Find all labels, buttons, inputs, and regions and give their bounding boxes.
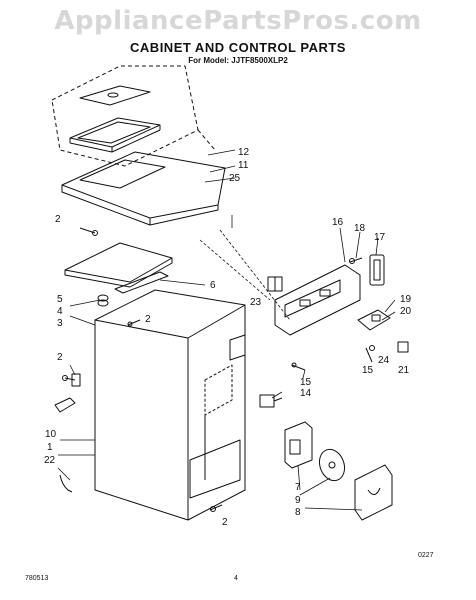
timer-knob xyxy=(267,276,283,292)
vent-tray xyxy=(69,117,161,153)
label-16: 16 xyxy=(332,217,344,228)
screw-2-left xyxy=(79,227,98,236)
model-number: For Model: JJTF8500XLP2 xyxy=(188,56,288,65)
label-14: 14 xyxy=(300,388,312,399)
leader-lines-right xyxy=(271,227,396,511)
screw-2-bracket xyxy=(62,373,81,387)
label-7: 7 xyxy=(295,482,301,493)
label-10: 10 xyxy=(45,429,57,440)
label-12: 12 xyxy=(238,147,250,158)
label-22: 22 xyxy=(44,455,56,466)
lid-plate xyxy=(79,85,151,106)
screw-15-right xyxy=(365,347,373,363)
label-2-mid: 2 xyxy=(145,314,151,325)
switch-19 xyxy=(357,309,391,331)
label-8: 8 xyxy=(295,507,301,518)
label-18: 18 xyxy=(354,223,366,234)
switch-17 xyxy=(369,254,385,286)
label-2-bottom: 2 xyxy=(222,517,228,528)
top-assembly-dashed-box xyxy=(51,65,216,167)
knob-24 xyxy=(369,345,375,351)
door-latch xyxy=(54,397,76,413)
footer-left: 780513 xyxy=(25,575,49,582)
control-bracket xyxy=(274,264,361,336)
cover-plate xyxy=(354,464,393,521)
cabinet-body xyxy=(94,289,246,521)
label-4: 4 xyxy=(57,306,63,317)
control-plate xyxy=(64,242,173,294)
label-23: 23 xyxy=(250,297,262,308)
label-17: 17 xyxy=(374,232,386,243)
screw-18 xyxy=(349,257,363,264)
part-14 xyxy=(259,394,283,408)
watermark: AppliancePartsPros.com xyxy=(54,6,422,36)
footer-page: 4 xyxy=(234,575,238,582)
label-25: 25 xyxy=(229,173,241,184)
part-labels: 12 11 25 2 6 5 4 3 2 2 16 18 17 23 19 20… xyxy=(44,147,412,528)
motor-housing xyxy=(284,421,313,469)
label-3: 3 xyxy=(57,318,63,329)
screw-2-bottom xyxy=(209,504,223,512)
label-11: 11 xyxy=(238,160,249,171)
screw-2-front xyxy=(127,319,141,327)
label-19: 19 xyxy=(400,294,412,305)
footer-right: 0227 xyxy=(418,552,434,559)
label-5: 5 xyxy=(57,294,63,305)
label-21: 21 xyxy=(398,365,410,376)
leader-lines xyxy=(57,149,291,481)
label-9: 9 xyxy=(295,495,301,506)
label-15-left: 15 xyxy=(300,377,312,388)
label-2-left: 2 xyxy=(57,352,63,363)
grommets xyxy=(97,294,109,307)
knob-21 xyxy=(397,341,409,353)
label-24: 24 xyxy=(378,355,390,366)
label-6: 6 xyxy=(210,280,216,291)
cabinet-top-panel xyxy=(61,151,226,226)
screw-15-left xyxy=(291,362,306,371)
power-cord xyxy=(59,474,73,493)
diagram-title: CABINET AND CONTROL PARTS xyxy=(130,40,346,55)
disk xyxy=(318,448,346,482)
label-2-top: 2 xyxy=(55,214,61,225)
label-15-right: 15 xyxy=(362,365,374,376)
label-20: 20 xyxy=(400,306,412,317)
label-1: 1 xyxy=(47,442,53,453)
